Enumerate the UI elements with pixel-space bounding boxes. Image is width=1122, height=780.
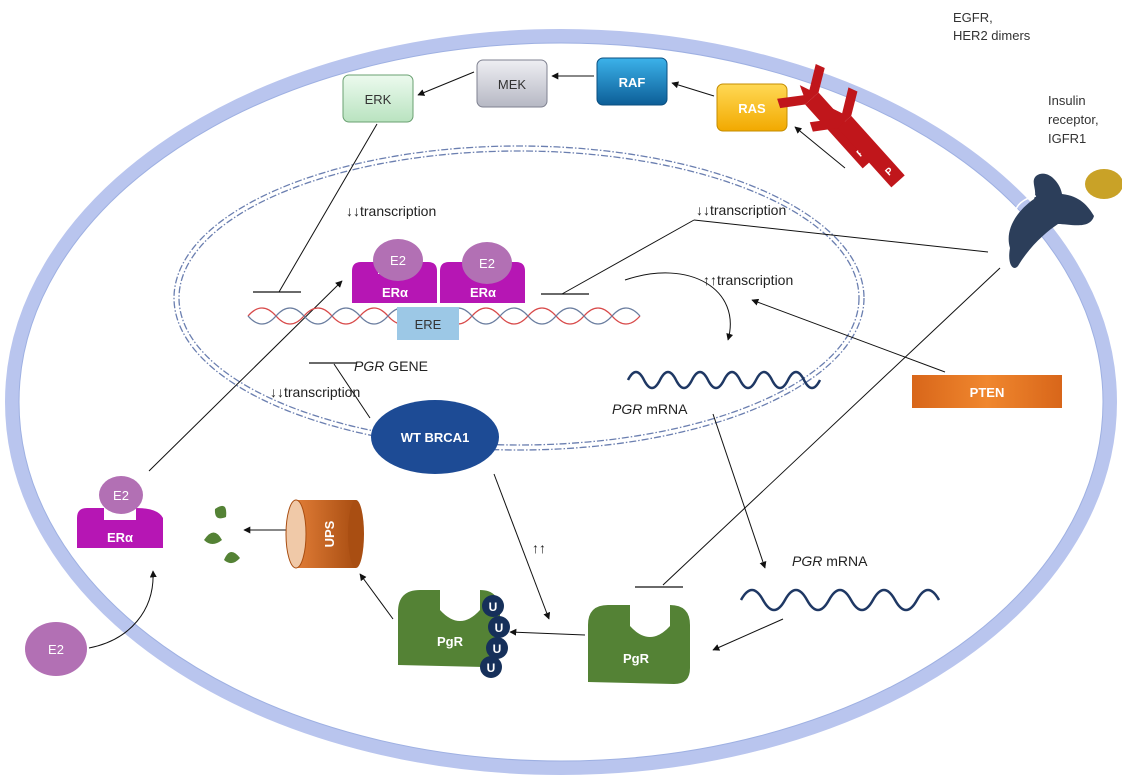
raf-label: RAF <box>619 75 646 90</box>
pgr-ubiq-label: PgR <box>437 634 464 649</box>
pgr-gene-italic: PGR <box>354 358 384 374</box>
arrow-e2-binding <box>88 570 157 649</box>
arrow-mek-to-erk <box>417 71 475 96</box>
cell-membrane <box>5 29 1117 775</box>
arrow-ras-to-raf <box>671 81 715 97</box>
pgr-mrna-cytoplasm-icon <box>739 588 941 612</box>
raf-box: RAF <box>596 57 668 106</box>
ups-proteasome-icon: UPS <box>285 499 364 569</box>
pgr-mrna-cytoplasm-label: PGR mRNA <box>792 553 868 569</box>
ubiquitin-chain: U U U U <box>480 595 510 678</box>
e2-cytoplasm-bound-label: E2 <box>113 488 129 503</box>
up-arrows-label: ↑↑ <box>532 540 546 556</box>
mek-box: MEK <box>476 59 548 108</box>
erk-box: ERK <box>342 74 414 123</box>
brca1-label: WT BRCA1 <box>401 430 470 445</box>
ras-box: RAS <box>716 83 788 132</box>
e2-left-label: E2 <box>390 253 406 268</box>
inhibit-brca1-line <box>333 363 371 419</box>
era-left-label: ERα <box>382 285 408 300</box>
pgr-protein-right: PgR <box>588 605 690 684</box>
arrow-pten-to-transcription <box>751 298 946 373</box>
pgr-gene-label: PGR GENE <box>354 358 428 374</box>
insulin-label-line3: IGFR1 <box>1048 131 1086 146</box>
pgr-mrna-nuclear-icon <box>626 370 822 390</box>
pten-box: PTEN <box>912 375 1062 408</box>
erk-label: ERK <box>365 92 392 107</box>
ras-label: RAS <box>738 101 766 116</box>
e2-cytoplasm-bound: E2 <box>99 476 143 514</box>
inhibit-erk-line <box>278 123 378 293</box>
arrow-mrna-to-pgr <box>712 618 784 651</box>
arrow-pgr-to-ups <box>359 573 394 620</box>
e2-free-circle: E2 <box>25 622 87 676</box>
ubiquitin-3: U <box>493 642 502 656</box>
mek-label: MEK <box>498 77 527 92</box>
pten-label: PTEN <box>970 385 1005 400</box>
ubiquitin-4: U <box>487 661 496 675</box>
inhibit-receptor-line-a <box>693 219 989 253</box>
ubiquitin-1: U <box>489 600 498 614</box>
egfr-label-line1: EGFR, <box>953 10 993 25</box>
pgr-protein-ubiquitinated: PgR <box>398 590 500 667</box>
ere-label: ERE <box>415 317 442 332</box>
ups-label: UPS <box>322 520 337 547</box>
cell-membrane-inner-edge <box>18 42 1104 762</box>
transcription-down-label-1: ↓↓transcription <box>346 203 436 219</box>
pgr-right-label: PgR <box>623 651 650 666</box>
inhibit-receptor-to-pgr-line <box>662 267 1001 586</box>
egfr-her2-dimer-icon: P P <box>777 64 905 188</box>
transcription-down-label-3: ↓↓transcription <box>270 384 360 400</box>
insulin-ligand-icon <box>1085 169 1122 199</box>
e2-free-label: E2 <box>48 642 64 657</box>
ere-box: ERE <box>397 307 459 340</box>
pgr-mrna-nuclear-italic: PGR <box>612 401 642 417</box>
transcription-down-label-2: ↓↓transcription <box>696 202 786 218</box>
ubiquitin-2: U <box>495 621 504 635</box>
transcription-up-label: ↑↑transcription <box>703 272 793 288</box>
era-cytoplasm-label: ERα <box>107 530 133 545</box>
pgr-gene-suffix: GENE <box>384 358 428 374</box>
insulin-label-line1: Insulin <box>1048 93 1086 108</box>
e2-left-circle: E2 <box>373 239 423 281</box>
brca1-ellipse: WT BRCA1 <box>371 400 499 474</box>
nucleus-envelope-inner <box>178 150 860 446</box>
e2-right-label: E2 <box>479 256 495 271</box>
nucleus-envelope-outer <box>173 145 865 451</box>
degraded-peptide-fragments-icon <box>204 505 240 564</box>
pgr-mrna-nuclear-suffix: mRNA <box>642 401 688 417</box>
pgr-mrna-cytoplasm-italic: PGR <box>792 553 822 569</box>
egfr-label-line2: HER2 dimers <box>953 28 1031 43</box>
insulin-receptor-icon <box>1008 169 1122 268</box>
insulin-label-line2: receptor, <box>1048 112 1099 127</box>
arrow-dna-to-mrna <box>624 272 734 341</box>
era-cytoplasm: ERα <box>77 508 163 548</box>
arrow-era-into-nucleus <box>148 280 343 472</box>
era-dimer: ERα E2 ERα E2 <box>352 239 525 303</box>
arrow-egfr-to-ras <box>794 126 846 169</box>
e2-right-circle: E2 <box>462 242 512 284</box>
pgr-mrna-nuclear-label: PGR mRNA <box>612 401 688 417</box>
pgr-mrna-cytoplasm-suffix: mRNA <box>822 553 868 569</box>
arrow-pgr-ubiquitination <box>509 628 586 636</box>
inhibit-receptor-line-b <box>561 219 695 295</box>
arrow-brca1-to-pgr <box>493 473 551 620</box>
arrow-mrna-export <box>712 413 767 569</box>
era-right-label: ERα <box>470 285 496 300</box>
